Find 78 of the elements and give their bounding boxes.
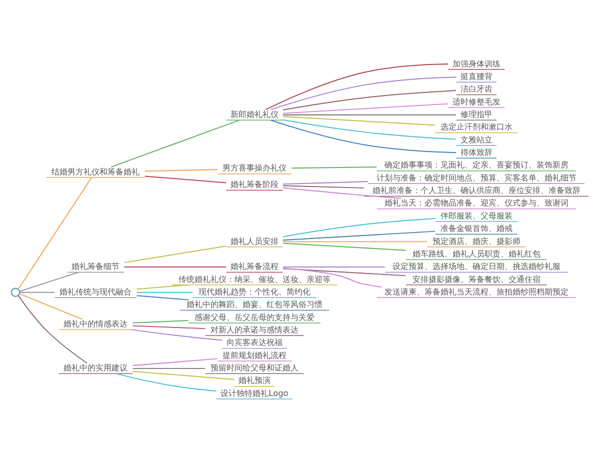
connector <box>144 168 218 172</box>
node-text: 婚礼中的实用建议 <box>64 362 128 373</box>
node-text: 婚礼人员安排 <box>230 236 279 246</box>
node-text: 准备金银首饰、婚戒 <box>440 223 512 234</box>
node-text: 提前规划婚礼流程 <box>222 350 287 360</box>
node-text: 婚礼传统与现代融合 <box>60 286 132 296</box>
connector <box>124 266 226 268</box>
node-text: 婚礼前准备：个人卫生、确认供应商、座位安排、准备致辞 <box>372 185 580 196</box>
node-text: 婚礼中的舞蹈、婚宴、红包等风俗习惯 <box>186 299 323 310</box>
connector <box>282 181 369 185</box>
node-text: 现代婚礼趋势：个性化、简约化 <box>198 286 311 296</box>
node-text: 婚礼筹备流程 <box>230 261 279 272</box>
connector <box>132 320 189 324</box>
connector <box>282 119 457 140</box>
connector <box>110 120 240 168</box>
connector <box>282 187 402 199</box>
node-text: 婚礼当天：必需物品准备、迎宾、仪式参与、致谢词 <box>384 198 568 208</box>
node-text: 加强身体训练 <box>452 58 500 68</box>
node-text: 确定婚事事项：见面礼、定亲、喜宴预订、装饰新房 <box>384 160 568 170</box>
connector <box>116 373 217 392</box>
connector <box>282 266 386 268</box>
node-text: 选定止汗剂和漱口水 <box>440 122 512 132</box>
connector <box>18 295 88 364</box>
connector <box>132 358 218 366</box>
connector <box>132 370 235 380</box>
node-text: 婚礼筹备阶段 <box>230 179 279 190</box>
connector <box>282 114 456 116</box>
node-text: 结婚男方礼仪和筹备婚礼 <box>52 166 140 176</box>
connector <box>132 368 206 369</box>
node-text: 婚车路线、婚礼人员职责、婚礼红包 <box>412 248 540 258</box>
connector <box>18 177 92 290</box>
node-text: 挺直腰背 <box>460 70 492 81</box>
node-text: 伴郎服装、父母服装 <box>440 210 512 220</box>
connector <box>282 116 436 126</box>
connector <box>136 295 190 300</box>
node-text: 婚礼中的情感表达 <box>64 318 128 329</box>
node-text: 预留时间给父母和证婚人 <box>210 362 299 373</box>
connector <box>19 293 83 320</box>
node-text: 男方喜事操办礼仪 <box>222 162 287 173</box>
connector <box>282 268 382 288</box>
connector <box>136 292 193 293</box>
connector <box>19 292 55 293</box>
node-text: 得体致辞 <box>460 147 492 158</box>
connector <box>282 230 436 241</box>
node-text: 洁白牙齿 <box>460 84 492 94</box>
connector <box>282 90 457 110</box>
node-text: 预定酒店、婚庆、摄影师 <box>432 236 520 246</box>
node-text: 传统婚礼礼仪：纳采、催妆、送妆、亲迎等 <box>178 274 331 284</box>
node-text: 文雅站立 <box>460 134 492 144</box>
connector <box>291 166 378 169</box>
connector <box>19 272 80 292</box>
connector <box>132 325 206 330</box>
connector <box>136 284 190 290</box>
connector <box>282 218 436 238</box>
connector <box>144 176 227 184</box>
node-text: 计划与准备：确定时间地点、预算、宾客名单、婚礼细节 <box>376 172 576 182</box>
connector <box>132 329 222 341</box>
node-circle <box>10 288 20 298</box>
node-text: 向宾客表达祝福 <box>226 337 283 348</box>
node-text: 婚礼筹备细节 <box>72 261 120 272</box>
connector <box>270 120 457 154</box>
node-text: 新郎婚礼礼仪 <box>230 108 279 119</box>
node-text: 设计独特婚礼Logo <box>220 388 288 398</box>
node-text: 感谢父母、岳父岳母的支持与关爱 <box>194 312 315 322</box>
node-text: 安排摄影摄像、筹备餐饮、交通住宿 <box>412 274 540 284</box>
node-text: 对新人的承诺与感情表达 <box>210 324 299 334</box>
node-text: 修理指甲 <box>460 108 492 119</box>
node-text: 适时修整毛发 <box>452 96 500 106</box>
node-text: 婚礼预演 <box>238 375 271 386</box>
connector <box>265 63 448 110</box>
connector <box>270 76 457 110</box>
connector <box>282 241 428 242</box>
connector <box>282 103 448 114</box>
node-text: 发送请柬、筹备婚礼当天流程、旅拍婚纱照档期预定 <box>384 286 568 296</box>
node-text: 设定预算、选择场地、确定日期、挑选婚纱礼服 <box>392 261 560 272</box>
connector <box>282 242 406 251</box>
connector <box>124 246 226 264</box>
connector <box>282 185 364 188</box>
